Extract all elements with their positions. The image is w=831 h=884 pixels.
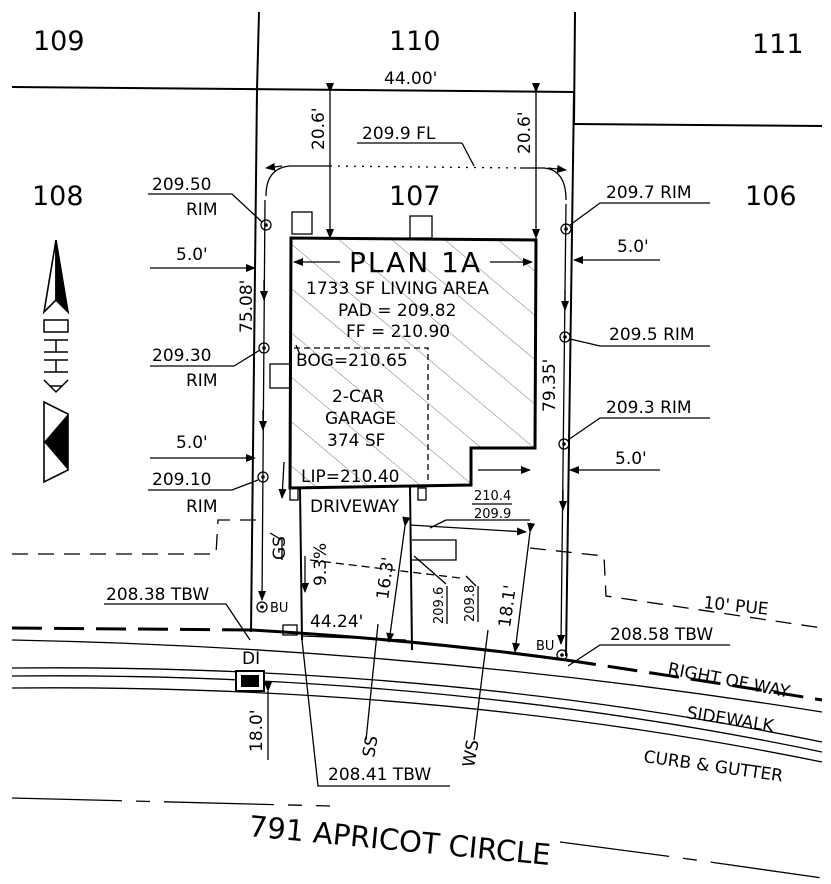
bog-elevation: BOG=210.65: [296, 351, 408, 371]
rim-r3-leader: [567, 417, 710, 441]
lip-arrow: [278, 461, 287, 499]
garage-line-1: 2-CAR: [332, 387, 384, 407]
tbw-right: 208.58 TBW: [610, 625, 713, 645]
bu-right: BU: [536, 639, 554, 654]
gs-leader: [269, 532, 283, 560]
spot-b-leader: [465, 575, 477, 587]
lot-110: 110: [389, 26, 441, 57]
rim-l3-value: 209.10: [152, 470, 211, 490]
drive-flow-arrow: [409, 524, 527, 536]
tbw-bottom: 208.41 TBW: [328, 765, 431, 785]
meter-box-icon: [282, 624, 298, 636]
ws-label: WS: [459, 738, 483, 769]
tbw-left: 208.38 TBW: [106, 585, 209, 605]
inlet-icon: [256, 219, 572, 661]
rim-r2: 209.5 RIM: [609, 325, 695, 345]
drive-notch: [412, 539, 457, 561]
slope-value: 9.3%: [311, 543, 331, 586]
driveway: [289, 485, 427, 651]
right-of-way: [11, 626, 823, 702]
rear-setback-left: 20.6': [309, 107, 329, 150]
rim-l2-value: 209.30: [152, 346, 211, 366]
rim-l3-leader: [148, 479, 259, 491]
front-right-dim: 18.1': [495, 584, 521, 629]
side-right-top: 5.0': [617, 237, 649, 257]
left-depth: 75.08': [237, 280, 257, 333]
rim-r3: 209.3 RIM: [606, 398, 692, 418]
pue-label: 10' PUE: [702, 593, 769, 620]
side-left-top: 5.0': [176, 245, 208, 265]
lot-107: 107: [389, 181, 441, 212]
tbw-bottom-leader: [301, 639, 450, 787]
drive-spot-leader: [429, 519, 447, 529]
rear-setback-right: 20.6': [515, 111, 535, 154]
swale-right: [520, 167, 569, 645]
drive-elev-bot: 209.9: [474, 507, 511, 522]
flow-arrow-right: [547, 165, 567, 173]
spot-a: 209.6: [432, 587, 447, 624]
ss-line: [365, 623, 379, 741]
lot-108: 108: [32, 181, 84, 212]
garage-line-3: 374 SF: [327, 431, 385, 451]
rim-l1-label: RIM: [186, 200, 218, 220]
side-right-bottom: 5.0': [615, 449, 647, 469]
curb-label: CURB & GUTTER: [642, 747, 784, 786]
street-centerline-right: [559, 841, 823, 879]
side-left-bottom: 5.0': [176, 433, 208, 453]
fl-elevation: 209.9 FL: [362, 124, 436, 144]
street-name: 791 APRICOT CIRCLE: [247, 809, 552, 872]
rim-r1-leader: [569, 202, 710, 226]
tbw-left-leader: [104, 603, 251, 641]
di-label: DI: [242, 649, 260, 669]
garage-line-2: GARAGE: [325, 409, 396, 429]
drive-depth-line: [386, 516, 411, 643]
pue-line-right: [529, 547, 823, 629]
rear-width-dim: 44.00': [384, 69, 437, 89]
spot-b: 209.8: [463, 585, 478, 622]
flow-arrow-left: [265, 162, 283, 171]
swale-left: [258, 165, 330, 601]
north-arrow-icon: [42, 239, 70, 484]
rim-l3-label: RIM: [186, 497, 218, 517]
rim-l2-label: RIM: [186, 371, 218, 391]
pue-line-left: [12, 519, 264, 555]
drive-elev-top: 210.4: [474, 489, 511, 504]
ws-line: [473, 629, 489, 741]
row-label: RIGHT OF WAY: [666, 659, 792, 702]
di-offset: 18.0': [247, 709, 267, 752]
lot-109: 109: [33, 26, 85, 57]
rim-l1-value: 209.50: [152, 175, 211, 195]
sidewalk-label: SIDEWALK: [685, 703, 776, 737]
tbw-right-leader: [567, 644, 730, 667]
bu-left: BU: [270, 601, 288, 616]
gs-label: GS: [270, 536, 290, 560]
plan-name: PLAN 1A: [349, 246, 482, 279]
sidewalk-curb: [11, 639, 823, 763]
rim-r1: 209.7 RIM: [606, 183, 692, 203]
lot-111: 111: [752, 29, 804, 60]
front-right-line: [512, 522, 536, 653]
flow-line: [329, 165, 521, 169]
ss-label: SS: [359, 734, 382, 759]
driveway-label: DRIVEWAY: [310, 497, 399, 517]
rim-r2-leader: [569, 338, 710, 347]
front-width: 44.24': [310, 612, 363, 632]
fl-leader-tick: [461, 142, 475, 167]
rim-l1-leader: [148, 193, 263, 223]
lot-106: 106: [745, 181, 797, 212]
lip-elevation: LIP=210.40: [301, 467, 399, 487]
lot-lines: [11, 11, 823, 657]
street-centerline-left: [11, 797, 331, 807]
rim-l2-leader: [150, 349, 261, 367]
ff-elevation: FF = 210.90: [346, 322, 450, 342]
spot-a-leader: [413, 555, 447, 585]
drain-inlet-grate: [241, 675, 259, 687]
living-area: 1733 SF LIVING AREA: [306, 279, 489, 299]
pad-elevation: PAD = 209.82: [338, 301, 456, 321]
right-depth: 79.35': [540, 359, 560, 412]
